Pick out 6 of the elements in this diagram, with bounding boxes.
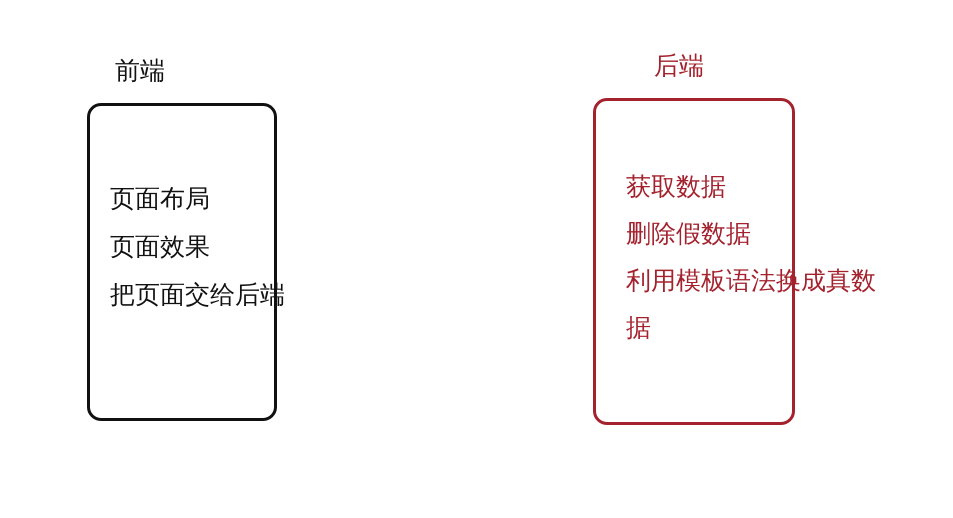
box-text: 页面布局 [110,183,211,215]
box-text: 删除假数据 [626,218,752,250]
box-text: 获取数据 [626,170,727,202]
box-heading: 前端 [115,56,165,86]
box-heading: 后端 [654,51,704,81]
box-text: 页面效果 [110,231,211,263]
